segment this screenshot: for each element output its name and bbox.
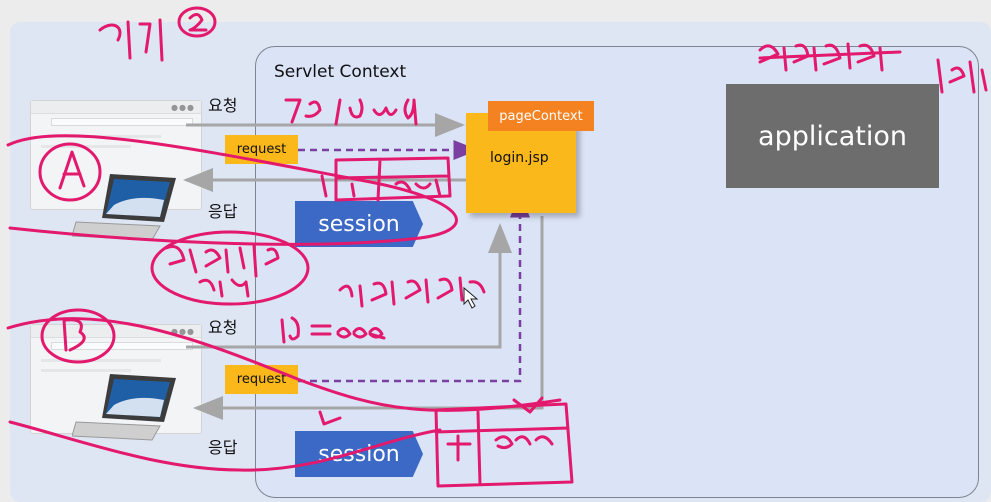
request-label-a: 요청 [208,96,238,115]
request-tag-a: request [225,135,298,164]
request-label-b: 요청 [208,318,238,337]
response-label-a: 응답 [208,202,238,221]
jsp-file-label: login.jsp [490,150,549,166]
request-arrow-b [186,223,512,349]
page-context-tag: pageContext [488,101,594,131]
browser-window-a: ●●● [30,100,202,210]
session-a: session [295,201,423,247]
request-tag-b: request [225,365,298,394]
servlet-context-title: Servlet Context [274,62,407,82]
laptop-icon [72,374,176,441]
response-label-b: 응답 [208,438,238,457]
dashed-arrow-b [298,192,530,383]
response-arrow-b [193,216,544,420]
laptop-icon [72,174,176,241]
application-box: application [726,84,939,188]
